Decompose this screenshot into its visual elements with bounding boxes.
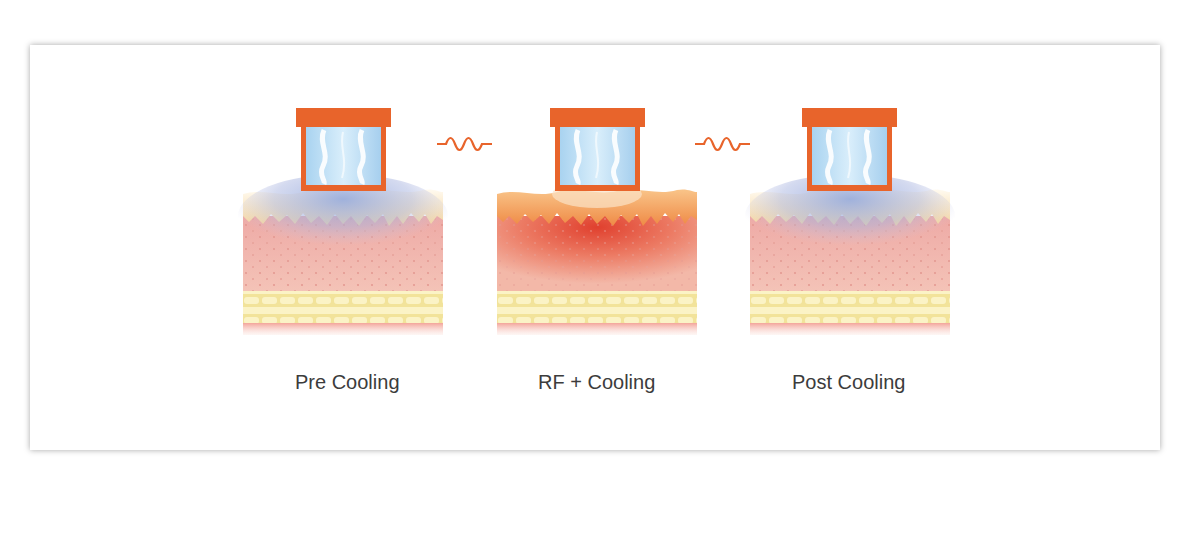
skin-cross-section [745, 174, 955, 335]
handpiece [550, 108, 645, 191]
panel-label: Pre Cooling [295, 370, 400, 394]
rf-wave-symbol [695, 138, 750, 150]
handpiece [296, 108, 391, 191]
skin-cross-section-heated [497, 180, 697, 335]
skin-cross-section [238, 174, 448, 335]
panel-label: RF + Cooling [538, 370, 655, 394]
rf-wave-symbol [437, 138, 492, 150]
handpiece [802, 108, 897, 191]
panel-label: Post Cooling [792, 370, 905, 394]
